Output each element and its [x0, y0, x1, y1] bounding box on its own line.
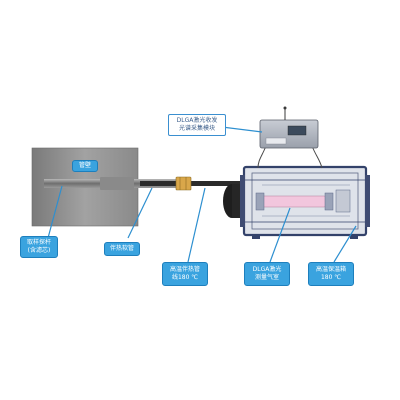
callout-module: DLGA激光收发 光谱采集模块 — [168, 114, 226, 136]
callout-cell: DLGA激光 测量气室 — [244, 262, 290, 286]
fiber-cable-right — [311, 145, 323, 169]
callout-probe: 取样探杆 (含滤芯) — [20, 236, 58, 258]
leader-hose — [127, 187, 153, 239]
fiber-cable-left — [257, 145, 267, 169]
callout-leaders — [47, 126, 357, 263]
leader-box — [333, 225, 357, 263]
enclosure-flange-left — [240, 175, 245, 227]
callout-wall: 管壁 — [72, 160, 98, 172]
cell-window-left — [255, 192, 265, 211]
leader-probe — [47, 185, 63, 239]
probe-tip — [100, 177, 134, 190]
heat-trace-line — [140, 181, 250, 186]
enclosure-inner-frame — [251, 172, 359, 230]
module-display — [287, 125, 307, 136]
cell-heater — [335, 189, 351, 213]
callout-pipe: 高温伴热管 线180 ℃ — [162, 262, 208, 286]
leader-cell — [269, 207, 291, 263]
leader-pipe — [187, 187, 206, 263]
flange-connector — [175, 176, 192, 191]
enclosure-foot-left — [252, 234, 260, 239]
enclosure-flange-right — [365, 175, 370, 227]
callout-box: 高温保温箱 180 ℃ — [308, 262, 354, 286]
callout-hose: 伴热软管 — [104, 242, 140, 256]
cell-window-right — [324, 192, 334, 211]
module-panel — [265, 137, 287, 145]
measurement-cell — [261, 195, 327, 208]
leader-module — [221, 126, 263, 133]
enclosure-foot-right — [350, 234, 358, 239]
